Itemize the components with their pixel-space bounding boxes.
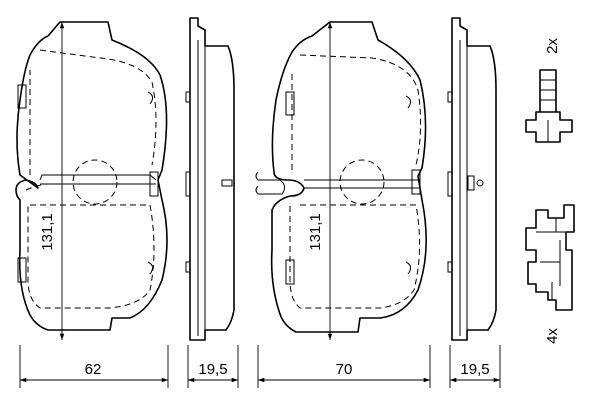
pad-2-height-label: 131,1 — [307, 213, 324, 251]
pad-2-thickness-label: 19,5 — [460, 361, 489, 378]
pad-1-front-view — [15, 21, 168, 331]
pad-1-width-label: 62 — [85, 361, 102, 378]
bolt-quantity-label: 2x — [544, 38, 561, 54]
pad-1-side-view — [185, 17, 235, 341]
pad-2-side-view — [447, 17, 497, 341]
pad-1-thickness-label: 19,5 — [198, 361, 227, 378]
pad-2-width-label: 70 — [336, 361, 353, 378]
clip-accessory-drawing — [525, 204, 575, 311]
pad-2-front-view — [255, 21, 427, 333]
dimension-lines — [19, 22, 501, 388]
clip-quantity-label: 4x — [544, 328, 561, 344]
bolt-accessory-drawing — [525, 69, 573, 143]
pad-1-height-label: 131,1 — [39, 213, 56, 251]
